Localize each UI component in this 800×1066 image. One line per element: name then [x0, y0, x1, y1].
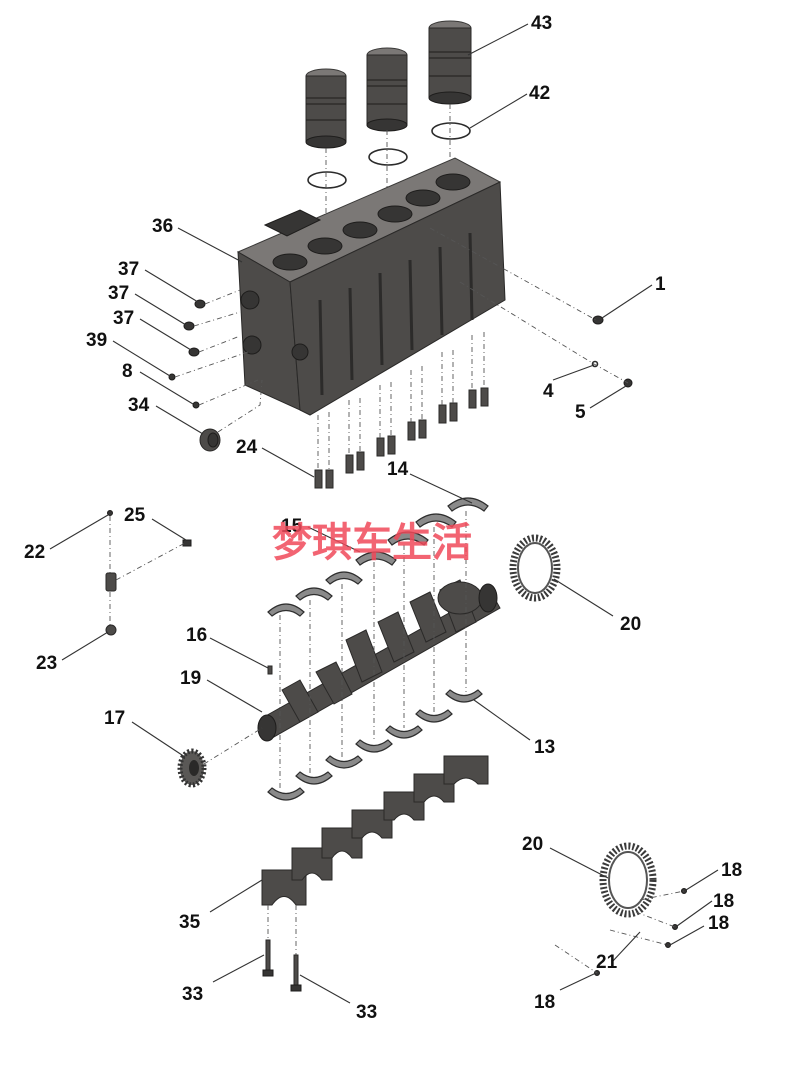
crankshaft — [257, 579, 501, 742]
cylinder-liner-3 — [428, 20, 472, 105]
callout-21: 21 — [596, 952, 618, 973]
callout-35: 35 — [179, 912, 201, 933]
cylinder-liner-group — [305, 20, 472, 149]
callout-13: 13 — [534, 737, 555, 758]
callout-18-c: 18 — [708, 913, 729, 934]
engine-block — [236, 157, 506, 416]
o-ring-3 — [431, 122, 471, 140]
callout-42: 42 — [529, 83, 550, 104]
callout-37-a: 37 — [118, 259, 139, 280]
ring-gear-upper — [509, 534, 561, 602]
callout-33-b: 33 — [356, 1002, 377, 1023]
callout-1: 1 — [655, 274, 666, 295]
callout-19: 19 — [180, 668, 201, 689]
watermark-text: 梦琪车生活 — [272, 520, 472, 566]
dowel-pin — [267, 665, 273, 675]
callout-14: 14 — [387, 459, 409, 480]
callout-17: 17 — [104, 708, 125, 729]
lower-bearing-shells — [267, 511, 483, 801]
main-cap-bolts — [262, 905, 302, 992]
main-bearing-caps — [261, 755, 489, 906]
callout-15: 15 — [281, 516, 303, 537]
callout-36: 36 — [152, 216, 173, 237]
upper-bearing-shells — [267, 497, 489, 617]
cylinder-liner-2 — [366, 47, 408, 132]
o-ring-group — [307, 122, 471, 189]
callout-23: 23 — [36, 653, 57, 674]
callout-25: 25 — [124, 505, 146, 526]
callout-20-upper: 20 — [620, 614, 641, 635]
callout-18-d: 18 — [534, 992, 555, 1013]
crank-timing-gear — [177, 727, 263, 788]
callout-43: 43 — [531, 13, 552, 34]
callout-labels: 43 42 36 37 37 37 39 8 34 24 1 4 5 14 15… — [24, 13, 742, 1023]
callout-37-c: 37 — [113, 308, 134, 329]
callout-22: 22 — [24, 542, 45, 563]
callout-20-lower: 20 — [522, 834, 543, 855]
main-bearing-studs — [314, 332, 489, 489]
block-plugs-right — [429, 227, 633, 388]
callout-4: 4 — [543, 381, 554, 402]
callout-33-a: 33 — [182, 984, 203, 1005]
leader-lines — [49, 23, 719, 1004]
callout-24: 24 — [236, 437, 258, 458]
callout-18-a: 18 — [721, 860, 742, 881]
callout-39: 39 — [86, 330, 107, 351]
callout-5: 5 — [575, 402, 586, 423]
callout-34: 34 — [128, 395, 150, 416]
callout-8: 8 — [122, 361, 133, 382]
callout-16: 16 — [186, 625, 207, 646]
left-small-parts — [105, 510, 192, 636]
o-ring-1 — [307, 171, 347, 189]
cylinder-liner-1 — [305, 68, 347, 149]
callout-18-b: 18 — [713, 891, 734, 912]
o-ring-2 — [368, 148, 408, 166]
ring-gear-lower — [554, 842, 687, 976]
callout-37-b: 37 — [108, 283, 129, 304]
